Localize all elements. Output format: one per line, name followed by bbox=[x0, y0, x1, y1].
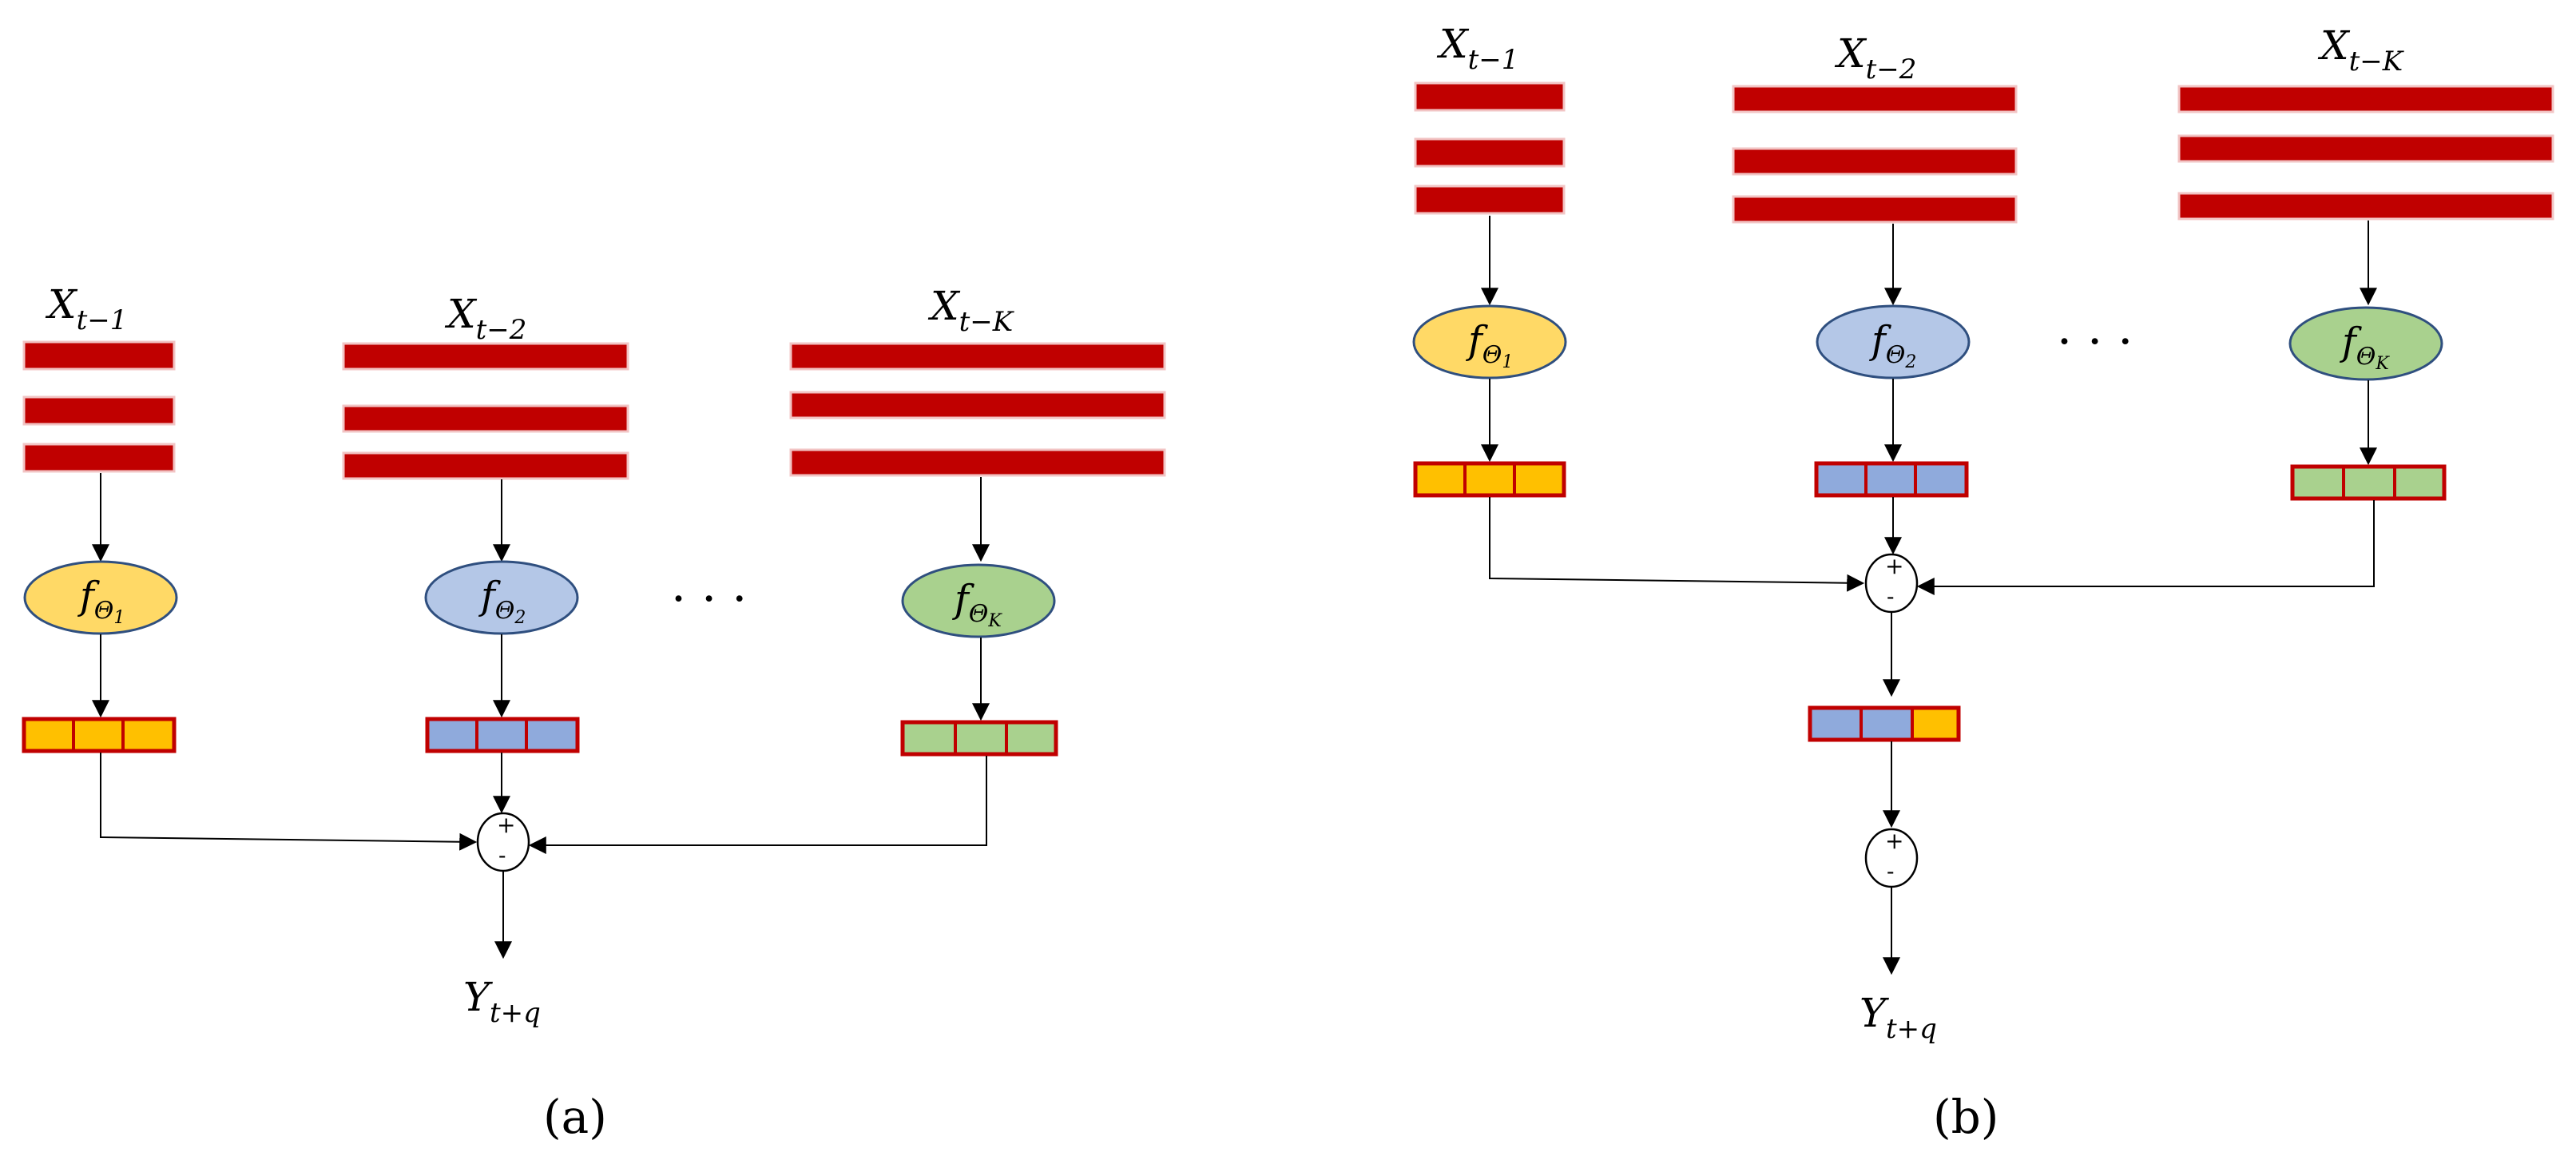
svg-text:-: - bbox=[1887, 858, 1894, 884]
embedding-vector-a2 bbox=[425, 717, 580, 753]
input-bars-b1 bbox=[1414, 81, 1566, 215]
input-label-b2: Xt−2 bbox=[1834, 30, 1916, 85]
embedding-vector-b2 bbox=[1814, 461, 1969, 498]
ellipsis-b: · · · bbox=[2057, 314, 2133, 370]
svg-text:fΘ2: fΘ2 bbox=[478, 574, 526, 628]
input-label-a3: Xt−K bbox=[927, 283, 1015, 338]
input-bars-b2 bbox=[1732, 85, 2018, 224]
combined-vector-b bbox=[1808, 705, 1961, 742]
svg-text:+: + bbox=[1885, 828, 1903, 854]
sum-node-b2: + - bbox=[1864, 828, 1919, 888]
embedding-vector-a1 bbox=[22, 717, 177, 753]
function-node-a3: fΘK bbox=[901, 563, 1056, 638]
ellipsis-a: · · · bbox=[671, 571, 747, 627]
embedding-vector-a3 bbox=[900, 720, 1058, 757]
input-label-a2: Xt−2 bbox=[444, 291, 526, 346]
input-bars-a2 bbox=[342, 342, 629, 480]
input-bars-a1 bbox=[22, 340, 176, 473]
panel-a: Xt−1 Xt−2 Xt−K fΘ1 fΘ2 bbox=[22, 281, 1166, 1144]
output-label-b: Yt+q bbox=[1860, 990, 1937, 1045]
input-bars-b3 bbox=[2177, 85, 2554, 220]
embedding-vector-b3 bbox=[2290, 464, 2447, 501]
function-node-b2: fΘ2 bbox=[1816, 304, 1971, 379]
caption-b: (b) bbox=[1933, 1090, 1998, 1144]
function-node-b3: fΘK bbox=[2288, 306, 2443, 381]
function-node-a1: fΘ1 bbox=[23, 560, 178, 635]
output-label-a: Yt+q bbox=[463, 974, 541, 1029]
sum-node-b1: + - bbox=[1864, 553, 1919, 614]
function-node-b1: fΘ1 bbox=[1412, 304, 1567, 379]
svg-text:-: - bbox=[1887, 583, 1894, 610]
svg-text:+: + bbox=[497, 812, 515, 838]
input-label-a1: Xt−1 bbox=[45, 281, 127, 336]
function-node-a2: fΘ2 bbox=[424, 560, 579, 635]
sum-node-a: + - bbox=[476, 812, 530, 872]
input-bars-a3 bbox=[789, 342, 1166, 477]
embedding-vector-b1 bbox=[1413, 461, 1566, 498]
panel-b: Xt−1 Xt−2 Xt−K fΘ1 fΘ2 bbox=[1412, 21, 2554, 1144]
input-label-b1: Xt−1 bbox=[1436, 21, 1518, 76]
svg-text:+: + bbox=[1885, 553, 1903, 579]
svg-text:-: - bbox=[498, 842, 506, 868]
caption-a: (a) bbox=[543, 1090, 607, 1144]
input-label-b3: Xt−K bbox=[2317, 22, 2405, 77]
